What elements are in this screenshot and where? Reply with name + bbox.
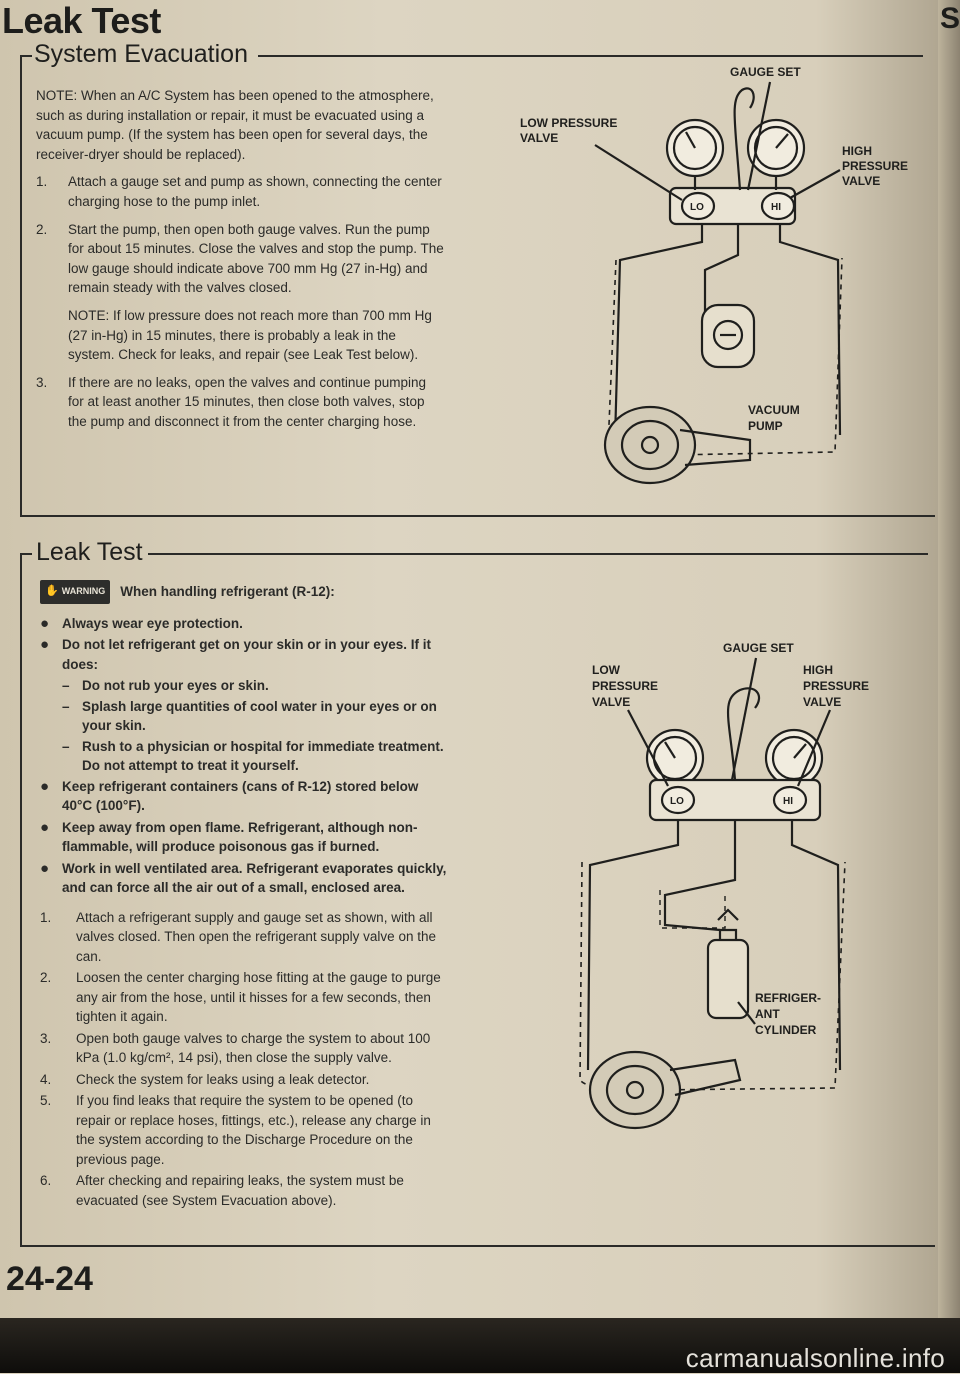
evacuation-note: NOTE: When an A/C System has been opened… bbox=[36, 88, 434, 162]
low-valve-label-3: VALVE bbox=[592, 695, 630, 709]
warning-bullet: ● Keep refrigerant containers (cans of R… bbox=[40, 777, 448, 816]
high-valve-label-2: PRESSURE bbox=[842, 159, 908, 173]
watermark: carmanualsonline.info bbox=[685, 1343, 945, 1373]
warning-bullet: ● Always wear eye protection. bbox=[40, 614, 243, 632]
gauge-set-label: GAUGE SET bbox=[723, 641, 794, 655]
high-valve-label-3: VALVE bbox=[842, 174, 880, 188]
leak-section-frame bbox=[20, 553, 22, 1245]
warning-sub-item: –Splash large quantities of cool water i… bbox=[62, 698, 437, 734]
warning-row: ✋ WARNING When handling refrigerant (R-1… bbox=[40, 580, 448, 604]
low-valve-label-1: LOW PRESSURE bbox=[520, 116, 617, 130]
leak-test-diagram: GAUGE SET LOW PRESSURE VALVE HIGH PRESSU… bbox=[579, 641, 869, 1130]
step-number: 2. bbox=[36, 221, 48, 237]
warning-bullet: ● Keep away from open flame. Refrigerant… bbox=[40, 818, 448, 857]
vacuum-pump-label-2: PUMP bbox=[748, 419, 783, 433]
step-text: Start the pump, then open both gauge val… bbox=[68, 221, 444, 296]
step-text: If there are no leaks, open the valves a… bbox=[68, 374, 426, 429]
lo-valve-label: LO bbox=[690, 202, 704, 213]
high-valve-label-3: VALVE bbox=[803, 695, 841, 709]
leak-title-rule-right bbox=[148, 553, 928, 555]
bullet-dot-icon: ● bbox=[40, 818, 50, 836]
high-valve-label-1: HIGH bbox=[842, 144, 872, 158]
evacuation-bottom-rule bbox=[20, 515, 935, 517]
page-edge-shadow bbox=[938, 0, 960, 1373]
evacuation-section-frame bbox=[20, 55, 22, 515]
page-title: Leak Test bbox=[2, 0, 161, 41]
vacuum-pump-label-1: VACUUM bbox=[748, 403, 800, 417]
warning-badge: ✋ WARNING bbox=[40, 580, 111, 604]
warning-hand-icon: ✋ bbox=[45, 585, 59, 597]
evacuation-title-rule-right bbox=[258, 55, 923, 57]
evacuation-title-rule bbox=[20, 55, 32, 57]
step-number: 3. bbox=[36, 374, 48, 390]
leak-title-rule bbox=[20, 553, 32, 555]
warning-sub-item: –Rush to a physician or hospital for imm… bbox=[62, 738, 444, 774]
high-valve-label-1: HIGH bbox=[803, 663, 833, 677]
leak-steps: 1. Attach a refrigerant supply and gauge… bbox=[40, 908, 448, 1211]
leak-bottom-rule bbox=[20, 1245, 935, 1247]
warning-bullet: ● Work in well ventilated area. Refriger… bbox=[40, 859, 448, 898]
low-valve-label-1: LOW bbox=[592, 663, 621, 677]
hi-valve-label: HI bbox=[783, 796, 793, 807]
evacuation-diagram: GAUGE SET LOW PRESSURE VALVE HIGH PRESSU… bbox=[520, 65, 908, 485]
low-valve-label-2: PRESSURE bbox=[592, 679, 658, 693]
leak-step: 5. If you find leaks that require the sy… bbox=[40, 1093, 431, 1167]
warning-bullet: ● Do not let refrigerant get on your ski… bbox=[40, 635, 448, 674]
evacuation-step: 3. If there are no leaks, open the valve… bbox=[36, 373, 444, 432]
low-valve-label-2: VALVE bbox=[520, 131, 558, 145]
hi-valve-label: HI bbox=[771, 202, 781, 213]
lo-valve-label: LO bbox=[670, 796, 684, 807]
bullet-dot-icon: ● bbox=[40, 777, 50, 795]
warning-sub-item: –Do not rub your eyes or skin. bbox=[62, 678, 269, 693]
page-number: 24-24 bbox=[6, 1260, 93, 1298]
cylinder-label-3: CYLINDER bbox=[755, 1023, 817, 1037]
next-page-edge-text: S\ bbox=[940, 2, 960, 35]
leak-step: 1. Attach a refrigerant supply and gauge… bbox=[40, 909, 436, 964]
evacuation-step-note: NOTE: If low pressure does not reach mor… bbox=[68, 307, 432, 363]
leak-section-title: Leak Test bbox=[36, 538, 143, 566]
leak-text: ✋ WARNING When handling refrigerant (R-1… bbox=[40, 580, 448, 1212]
evacuation-step: 2. Start the pump, then open both gauge … bbox=[36, 220, 444, 298]
evacuation-text: NOTE: When an A/C System has been opened… bbox=[36, 86, 444, 440]
high-valve-label-2: PRESSURE bbox=[803, 679, 869, 693]
cylinder-label-1: REFRIGER- bbox=[755, 991, 821, 1005]
bullet-dot-icon: ● bbox=[40, 636, 50, 653]
evacuation-section-title: System Evacuation bbox=[34, 40, 248, 68]
evacuation-step: 1. Attach a gauge set and pump as shown,… bbox=[36, 172, 444, 211]
gauge-set-label: GAUGE SET bbox=[730, 65, 801, 79]
step-text: Attach a gauge set and pump as shown, co… bbox=[68, 174, 442, 209]
leak-step: 3. Open both gauge valves to charge the … bbox=[40, 1030, 431, 1066]
photo-bottom-shadow bbox=[0, 1318, 960, 1373]
bullet-dot-icon: ● bbox=[40, 859, 50, 877]
leak-step: 6. After checking and repairing leaks, t… bbox=[40, 1173, 404, 1208]
cylinder-label-2: ANT bbox=[755, 1007, 780, 1021]
bullet-dot-icon: ● bbox=[40, 614, 50, 632]
leak-step: 2. Loosen the center charging hose fitti… bbox=[40, 970, 441, 1024]
leak-step: 4. Check the system for leaks using a le… bbox=[40, 1071, 370, 1087]
warning-text: When handling refrigerant (R-12): bbox=[120, 584, 335, 599]
step-number: 1. bbox=[36, 174, 48, 190]
